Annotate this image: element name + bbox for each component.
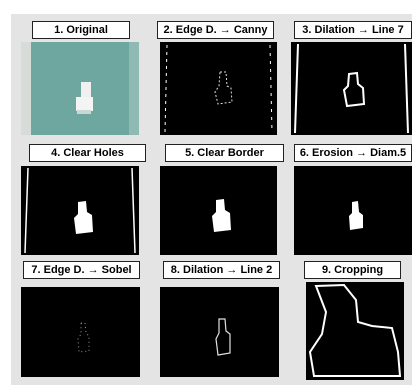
panel-label-2: 2. Edge D. → Canny [157, 21, 274, 39]
panel-label-9: 9. Cropping [304, 261, 401, 279]
cropped-object [306, 282, 404, 380]
canny-edges [160, 42, 277, 135]
panel-label-8: 8. Dilation → Line 2 [163, 261, 280, 279]
dilated-sobel-edges [160, 287, 279, 377]
panel-image-3-dilation [291, 42, 412, 135]
panel-label-3: 3. Dilation → Line 7 [294, 21, 412, 39]
panel-image-2-canny [160, 42, 277, 135]
eroded-mask [294, 166, 412, 255]
panel-label-5: 5. Clear Border [165, 144, 284, 162]
panel-image-4-clear-holes [21, 166, 139, 255]
panel-label-6: 6. Erosion → Diam.5 [294, 144, 412, 162]
panel-image-6-erosion [294, 166, 412, 255]
panel-label-7: 7. Edge D. → Sobel [23, 261, 140, 279]
original-photo [21, 42, 139, 135]
panel-image-1-original [21, 42, 139, 135]
panel-image-8-dilation [160, 287, 279, 377]
panel-image-7-sobel [21, 287, 140, 377]
panel-label-1: 1. Original [32, 21, 130, 39]
dilated-edges [291, 42, 412, 135]
sobel-edges [21, 287, 140, 377]
filled-mask [21, 166, 139, 255]
panel-label-4: 4. Clear Holes [29, 144, 146, 162]
border-cleared-mask [160, 166, 277, 255]
panel-image-5-clear-border [160, 166, 277, 255]
panel-image-9-cropping [306, 282, 404, 380]
